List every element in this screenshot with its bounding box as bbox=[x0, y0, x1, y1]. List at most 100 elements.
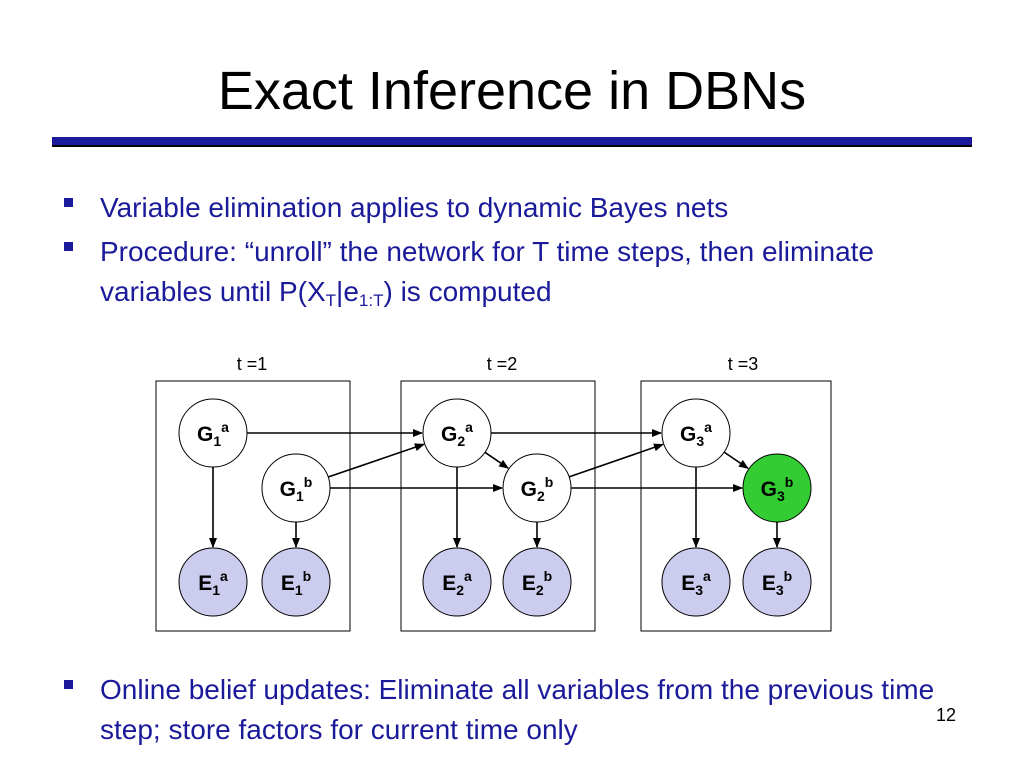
node-label-superscript: a bbox=[703, 568, 711, 584]
node-label-subscript: 2 bbox=[456, 582, 464, 598]
node-label-base: G bbox=[761, 478, 777, 501]
bullet-text-part-b: |e bbox=[336, 276, 359, 307]
node-label: E3a bbox=[681, 568, 711, 598]
node-circle bbox=[178, 547, 248, 617]
node-circle bbox=[178, 398, 248, 468]
node-circle bbox=[742, 453, 812, 523]
page-number: 12 bbox=[936, 705, 957, 725]
node-label: G3a bbox=[680, 419, 712, 449]
node-e1a: E1a bbox=[178, 547, 248, 617]
node-label-superscript: a bbox=[704, 419, 712, 435]
bullet-procedure: Procedure: “unroll” the network for T ti… bbox=[64, 232, 964, 312]
node-circle bbox=[261, 453, 331, 523]
time-slice-box-1 bbox=[155, 380, 351, 632]
node-label-superscript: b bbox=[784, 568, 793, 584]
node-g2a: G2a bbox=[422, 398, 492, 468]
edge-layer bbox=[209, 429, 781, 548]
time-label-2: t =2 bbox=[487, 354, 518, 374]
node-label-superscript: a bbox=[221, 419, 229, 435]
bullet-text: Online belief updates: Eliminate all var… bbox=[100, 674, 935, 745]
bullet-text: Variable elimination applies to dynamic … bbox=[100, 192, 729, 223]
node-label-subscript: 3 bbox=[695, 582, 703, 598]
node-circle bbox=[661, 398, 731, 468]
node-label-subscript: 2 bbox=[537, 488, 545, 504]
node-circle bbox=[422, 398, 492, 468]
node-label-subscript: 1 bbox=[295, 582, 303, 598]
node-e2a: E2a bbox=[422, 547, 492, 617]
edge-g1b-to-g2a bbox=[327, 443, 425, 478]
node-label: G2b bbox=[521, 474, 554, 504]
node-label-base: G bbox=[280, 478, 296, 501]
edge-g2a-to-g2b bbox=[484, 451, 510, 469]
node-label: G2a bbox=[441, 419, 473, 449]
node-label-subscript: 1 bbox=[212, 582, 220, 598]
node-e1b: E1b bbox=[261, 547, 331, 617]
node-circle bbox=[502, 547, 572, 617]
bullet-online-belief-updates: Online belief updates: Eliminate all var… bbox=[64, 670, 964, 750]
node-label-superscript: b bbox=[785, 474, 794, 490]
node-label-superscript: b bbox=[544, 568, 553, 584]
bullet-list-bottom: Online belief updates: Eliminate all var… bbox=[64, 670, 964, 754]
node-label-base: E bbox=[198, 572, 212, 595]
time-label-1: t =1 bbox=[237, 354, 268, 374]
subscript-1-t: 1:T bbox=[358, 291, 384, 310]
bullet-list: Variable elimination applies to dynamic … bbox=[64, 188, 964, 316]
node-label-base: E bbox=[442, 572, 456, 595]
bullet-variable-elimination: Variable elimination applies to dynamic … bbox=[64, 188, 964, 228]
node-label-subscript: 3 bbox=[776, 582, 784, 598]
time-slice-box-3 bbox=[640, 380, 832, 632]
node-label: E2b bbox=[522, 568, 552, 598]
node-label-superscript: a bbox=[465, 419, 473, 435]
node-label-superscript: b bbox=[545, 474, 554, 490]
node-label-base: G bbox=[680, 423, 696, 446]
time-slice-box-2 bbox=[400, 380, 596, 632]
node-e3a: E3a bbox=[661, 547, 731, 617]
subscript-t: T bbox=[325, 291, 337, 310]
node-label-base: E bbox=[762, 572, 776, 595]
node-label-subscript: 3 bbox=[777, 488, 785, 504]
bullet-square-icon bbox=[64, 198, 73, 207]
node-label-subscript: 1 bbox=[213, 433, 221, 449]
node-label: G3b bbox=[761, 474, 794, 504]
node-label-subscript: 1 bbox=[296, 488, 304, 504]
node-g3a: G3a bbox=[661, 398, 731, 468]
node-label-base: G bbox=[197, 423, 213, 446]
node-label-subscript: 2 bbox=[457, 433, 465, 449]
node-label: E2a bbox=[442, 568, 472, 598]
node-circle bbox=[742, 547, 812, 617]
node-label-base: G bbox=[521, 478, 537, 501]
node-label-superscript: a bbox=[220, 568, 228, 584]
bullet-text-part-a: Procedure: “unroll” the network for T ti… bbox=[100, 236, 874, 307]
node-circle bbox=[502, 453, 572, 523]
slide-title: Exact Inference in DBNs bbox=[217, 61, 807, 121]
node-label: E1a bbox=[198, 568, 228, 598]
bullet-square-icon bbox=[64, 242, 73, 251]
node-circle bbox=[422, 547, 492, 617]
node-g1b: G1b bbox=[261, 453, 331, 523]
edge-g3a-to-g3b bbox=[723, 451, 749, 469]
node-circle bbox=[261, 547, 331, 617]
node-label-superscript: b bbox=[304, 474, 313, 490]
edge-g2b-to-g3a bbox=[568, 443, 664, 478]
node-label-base: E bbox=[281, 572, 295, 595]
bullet-text-part-c: ) is computed bbox=[383, 276, 552, 307]
node-label-subscript: 2 bbox=[536, 582, 544, 598]
time-label-3: t =3 bbox=[728, 354, 759, 374]
node-circle bbox=[661, 547, 731, 617]
node-e3b: E3b bbox=[742, 547, 812, 617]
node-label: G1b bbox=[280, 474, 313, 504]
node-g1a: G1a bbox=[178, 398, 248, 468]
title-rule-black bbox=[52, 145, 972, 147]
title-rule-blue bbox=[52, 137, 972, 145]
node-label: G1a bbox=[197, 419, 229, 449]
node-label-base: E bbox=[681, 572, 695, 595]
node-label: E3b bbox=[762, 568, 792, 598]
node-label-subscript: 3 bbox=[696, 433, 704, 449]
node-label: E1b bbox=[281, 568, 311, 598]
node-g2b: G2b bbox=[502, 453, 572, 523]
node-g3b: G3b bbox=[742, 453, 812, 523]
node-label-superscript: b bbox=[303, 568, 312, 584]
node-label-base: E bbox=[522, 572, 536, 595]
